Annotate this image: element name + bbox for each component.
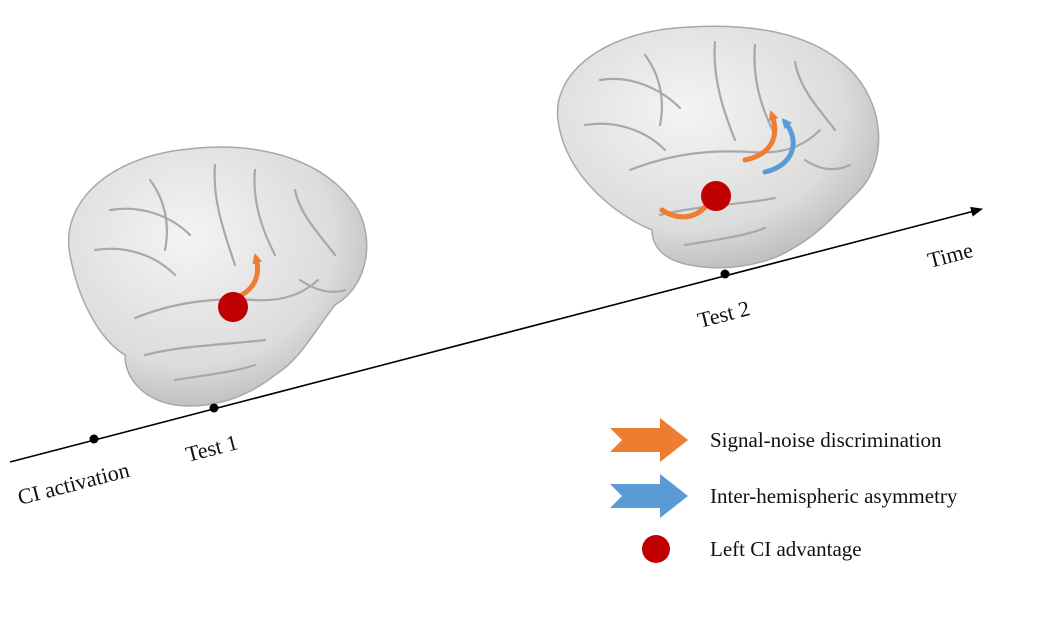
brain-test1-sulci	[93, 163, 347, 382]
brain-test1-left-ci-dot	[218, 292, 248, 322]
legend-item-left-ci: Left CI advantage	[642, 535, 862, 563]
legend-item-signal-noise: Signal-noise discrimination	[610, 418, 942, 462]
timeline-tick-ci-activation	[89, 434, 99, 444]
legend-label-asymmetry: Inter-hemispheric asymmetry	[710, 484, 958, 508]
orange-arrow-icon	[610, 418, 688, 462]
legend-item-asymmetry: Inter-hemispheric asymmetry	[610, 474, 958, 518]
timeline-tick-test2	[720, 269, 730, 279]
timeline-axis	[9, 206, 983, 463]
timeline-label-test2: Test 2	[695, 295, 752, 332]
brain-test2-left-ci-dot	[701, 181, 731, 211]
legend-label-signal-noise: Signal-noise discrimination	[710, 428, 942, 452]
timeline-label-test1: Test 1	[183, 429, 240, 466]
brain-test2-asymmetry-arrow	[762, 118, 796, 175]
legend: Signal-noise discrimination Inter-hemisp…	[610, 418, 958, 563]
timeline-tick-test1	[209, 403, 219, 413]
red-dot-icon	[642, 535, 670, 563]
timeline-label-time: Time	[925, 237, 975, 273]
blue-arrow-icon	[610, 474, 688, 518]
brain-test2-signal-noise-arrow-upper	[742, 110, 779, 163]
brain-test1	[67, 146, 368, 407]
timeline-label-ci-activation: CI activation	[15, 457, 132, 510]
brain-test1-silhouette	[67, 146, 368, 407]
brain-test2	[556, 25, 880, 269]
brain-test2-silhouette	[556, 25, 880, 269]
legend-label-left-ci: Left CI advantage	[710, 537, 862, 561]
